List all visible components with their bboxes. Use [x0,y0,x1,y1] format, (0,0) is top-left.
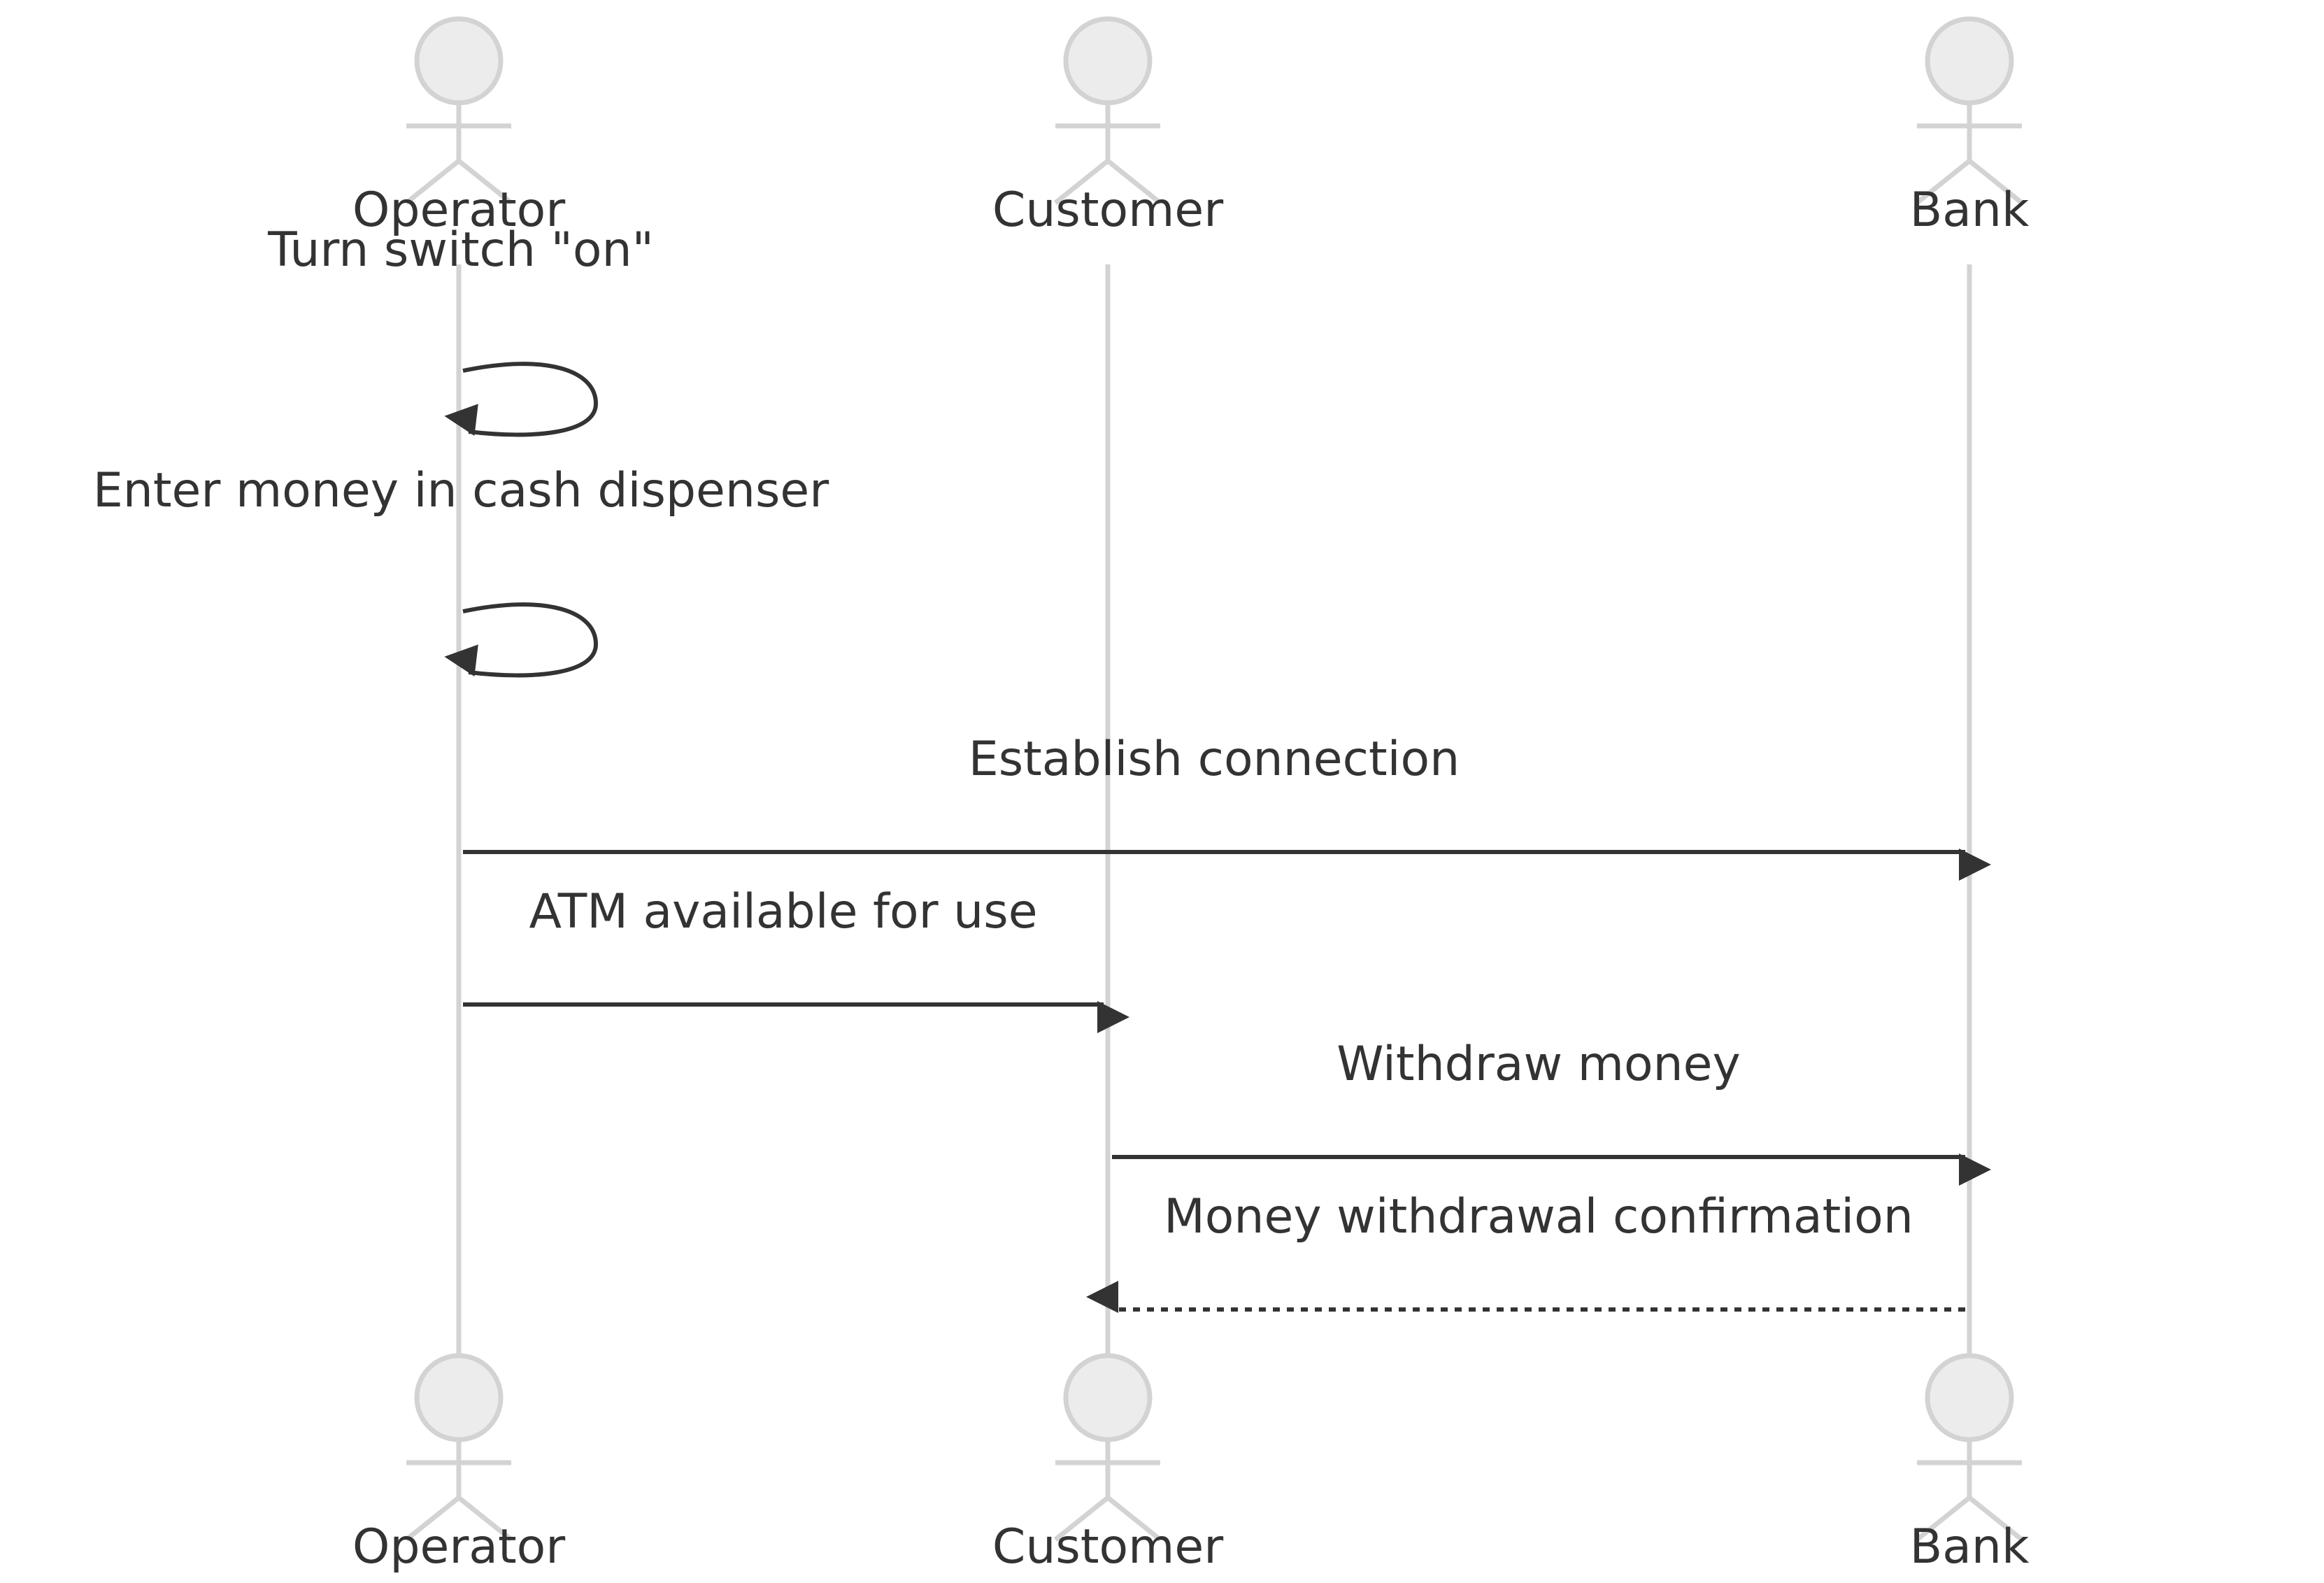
actor-label-customer: Customer [992,183,1223,238]
message-label: Establish connection [969,732,1460,787]
actor-head-icon [1063,1353,1153,1442]
actor-leg-left [1915,159,1972,205]
actor-customer-top: Customer [992,16,1223,238]
actor-head-icon [414,16,504,106]
actor-leg-right [457,159,513,205]
actor-operator-bottom: Operator [352,1353,565,1575]
actor-head-icon [1925,1353,2014,1442]
message-6: Money withdrawal confirmation [1086,1189,1965,1313]
actor-operator-top: Operator [352,16,565,238]
message-1: Turn switch "on" [267,222,654,437]
message-label: Withdraw money [1336,1037,1740,1092]
self-message-arrow [444,362,599,437]
message-5: Withdraw money [1112,1037,1991,1186]
actor-leg-left [1053,1496,1110,1542]
actor-leg-left [404,1496,461,1542]
message-3: Establish connection [463,732,1991,881]
actor-leg-right [1967,1496,2024,1542]
message-label: Turn switch "on" [267,222,654,278]
message-label: ATM available for use [529,884,1037,939]
actor-label-bank: Bank [1910,1519,2030,1575]
message-label: Money withdrawal confirmation [1164,1189,1913,1244]
actor-head-icon [1063,16,1153,106]
actor-head-icon [414,1353,504,1442]
actor-leg-right [457,1496,513,1542]
actor-label-customer: Customer [992,1519,1223,1575]
actor-leg-right [1106,159,1162,205]
actor-label-operator: Operator [352,183,565,238]
actor-leg-right [1106,1496,1162,1542]
actor-customer-bottom: Customer [992,1353,1223,1575]
actor-leg-left [1053,159,1110,205]
actor-label-bank: Bank [1910,183,2030,238]
message-label: Enter money in cash dispenser [93,463,829,518]
actor-bank-bottom: Bank [1910,1353,2030,1575]
self-message-arrow [444,602,599,678]
actor-label-operator: Operator [352,1519,565,1575]
message-4: ATM available for use [463,884,1129,1033]
actor-leg-right [1967,159,2024,205]
actor-leg-left [1915,1496,1972,1542]
message-2: Enter money in cash dispenser [93,463,829,678]
actor-leg-left [404,159,461,205]
actor-bank-top: Bank [1910,16,2030,238]
actor-head-icon [1925,16,2014,106]
